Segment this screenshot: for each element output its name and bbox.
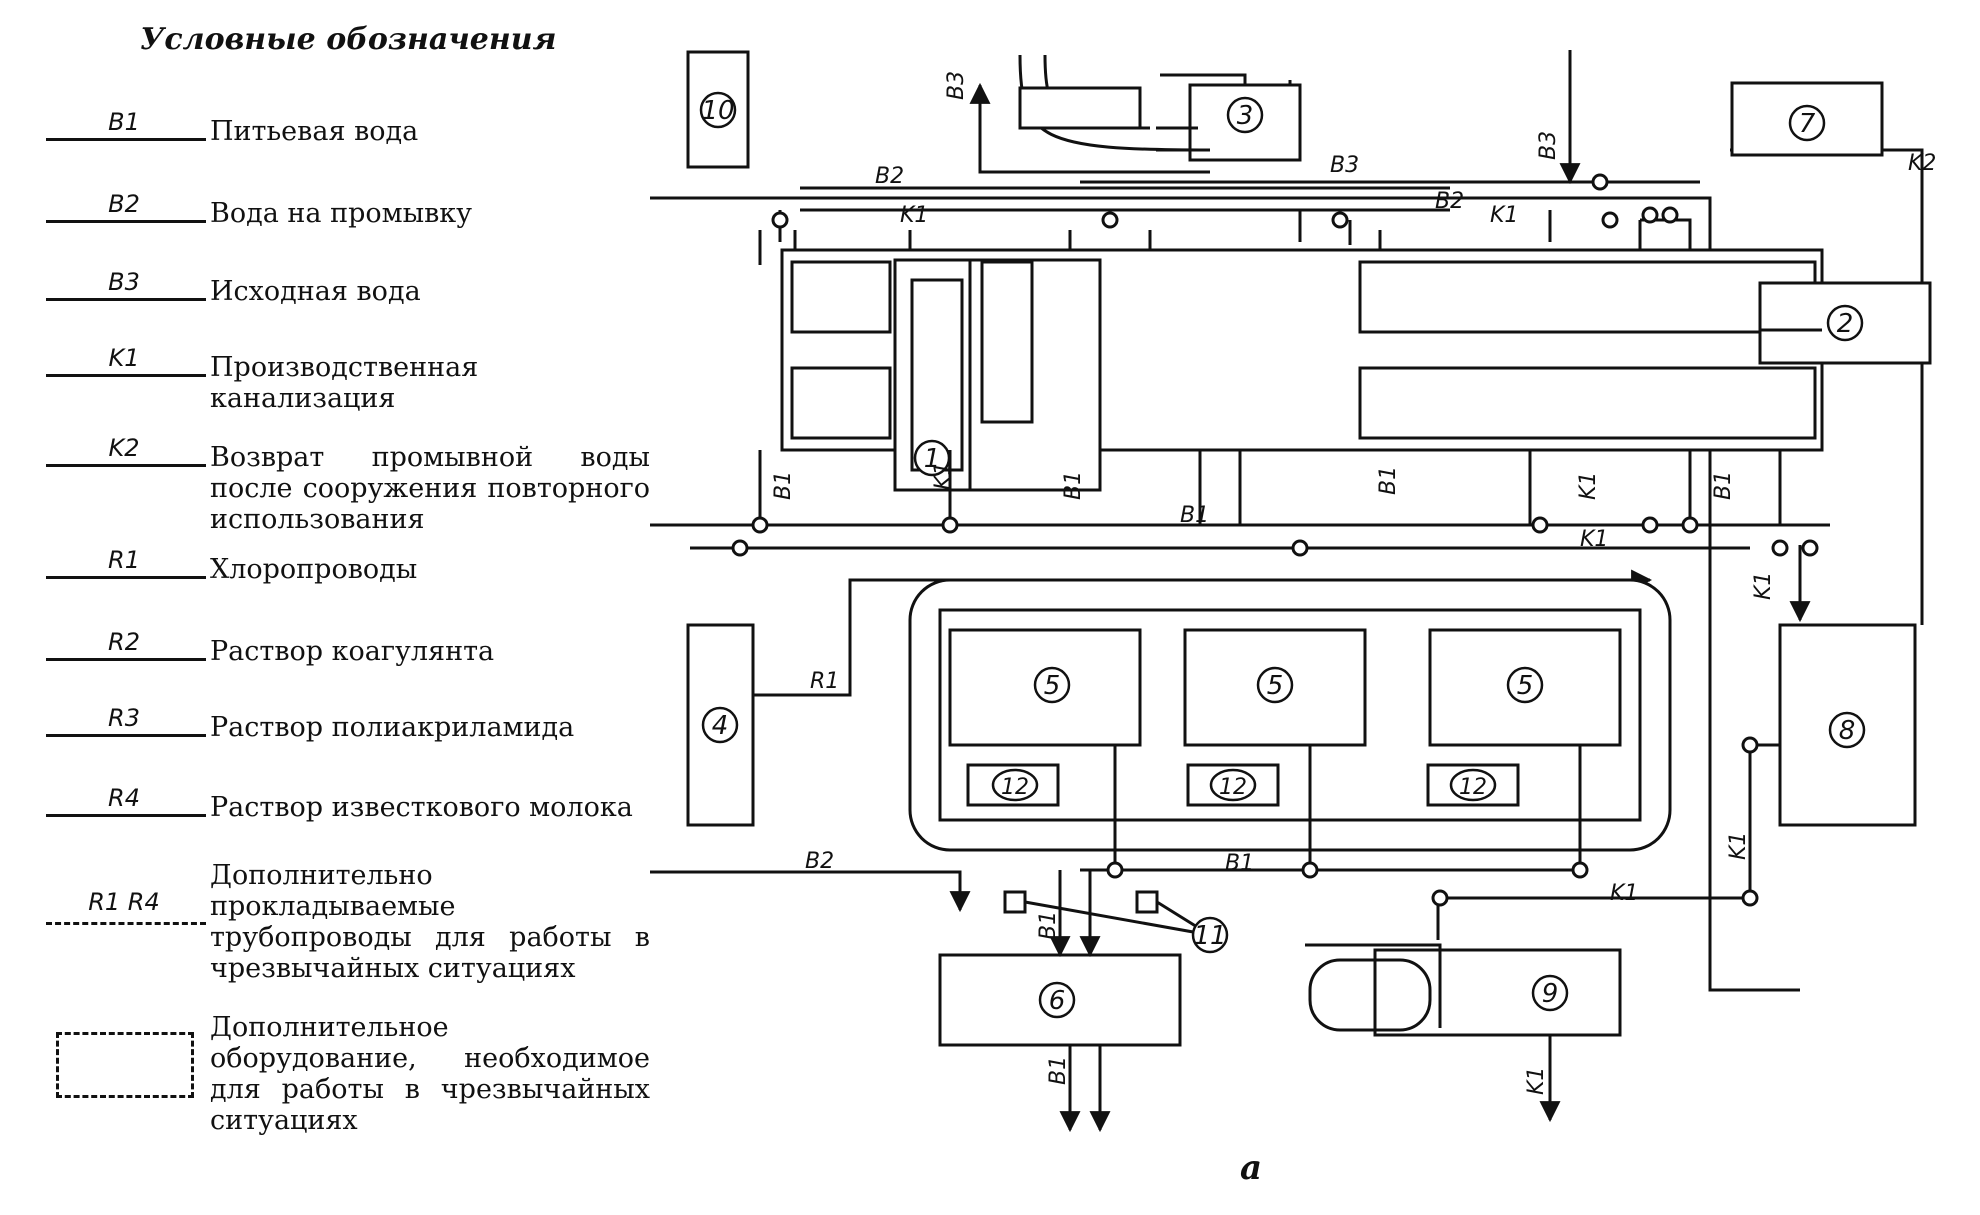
legend-code: K2	[108, 434, 140, 462]
legend-desc: Производственная канализация	[210, 352, 479, 414]
legend-item-b2: B2 Вода на промывку	[24, 190, 644, 240]
pipe-label-b2-mid: B2	[1435, 189, 1464, 214]
legend-desc: Раствор коагулянта	[210, 636, 495, 667]
unit-4	[686, 569, 1653, 827]
pipe-label-b1-v5: B1	[1036, 911, 1061, 940]
number-10: 10	[701, 96, 734, 126]
legend-item-emergency-pipes: R1 R4 Дополнительно прокладываемые трубо…	[24, 852, 650, 992]
legend-line	[46, 220, 206, 223]
legend-item-extra-equipment: Дополнительное оборудование, необходимое…	[24, 1004, 650, 1144]
raw-water-inlet	[969, 50, 1581, 185]
legend-item-b3: B3 Исходная вода	[24, 268, 644, 318]
number-12b: 12	[1219, 775, 1247, 800]
collector-pipes	[640, 450, 1830, 623]
pipe-label-k1-v2: K1	[1576, 472, 1601, 500]
legend-desc: Дополнительно прокладываемые трубопровод…	[210, 860, 650, 984]
legend-line	[46, 374, 206, 377]
legend-code: R1	[108, 546, 140, 574]
legend-code: R3	[108, 704, 140, 732]
number-8: 8	[1839, 716, 1856, 746]
pipe-label-b1-v6: B1	[1046, 1056, 1071, 1085]
pipe-label-b1-v3: B1	[1376, 466, 1401, 495]
pipe-label-r1: R1	[810, 669, 839, 694]
legend: Условные обозначения B1 Питьевая вода B2…	[0, 0, 650, 1211]
legend-desc: Раствор полиакриламида	[210, 712, 575, 743]
pipe-label-b1-v1: B1	[771, 471, 796, 500]
pipe-label-k1-v5: K1	[1524, 1067, 1549, 1095]
pipe-label-k1-right: K1	[1490, 203, 1518, 228]
legend-line	[46, 734, 206, 737]
legend-title: Условные обозначения	[140, 22, 557, 57]
legend-line	[46, 298, 206, 301]
legend-dashed-box	[56, 1032, 194, 1098]
pipe-label-k1-v3: K1	[1751, 572, 1776, 600]
unit-9	[1305, 889, 1759, 1123]
pipe-label-b1-collector: B1	[1180, 503, 1209, 528]
legend-item-r3: R3 Раствор полиакриламида	[24, 704, 644, 754]
number-4: 4	[712, 711, 729, 741]
legend-desc: Раствор известкового молока	[210, 792, 633, 823]
number-circles	[699, 91, 1866, 1019]
pipe-label-k1-collector: K1	[1580, 527, 1608, 552]
legend-code: R1 R4	[88, 888, 160, 916]
pipe-label-b1-bottom: B1	[1225, 851, 1254, 876]
legend-item-r4: R4 Раствор известкового молока	[24, 784, 644, 834]
number-texts: 1 2 3 4 5 5 5 6 7 8 9 10 11 12 12 12	[701, 96, 1855, 1016]
pipe-label-b1-v2: B1	[1061, 471, 1086, 500]
number-6: 6	[1049, 986, 1066, 1016]
pipe-labels: B2 K1 B3 B2 K1 K2 R1 B2 B1 K1 B1 K1 B3 B…	[771, 71, 1936, 1095]
pipe-label-b3-top: B3	[1330, 153, 1359, 178]
legend-desc: Вода на промывку	[210, 198, 473, 229]
number-5b: 5	[1267, 671, 1284, 701]
filter-block	[780, 248, 1824, 492]
legend-code: K1	[108, 344, 140, 372]
legend-item-b1: B1 Питьевая вода	[24, 108, 644, 158]
reservoir-block	[908, 578, 1672, 879]
number-11: 11	[1193, 921, 1226, 951]
diagram: 1 2 3 4 5 5 5 6 7 8 9 10 11 12 12 12 B2 …	[638, 0, 1980, 1211]
legend-desc: Дополнительное оборудование, необходимое…	[210, 1012, 650, 1136]
legend-item-r1: R1 Хлоропроводы	[24, 546, 644, 596]
pipe-label-b3-left: B3	[944, 71, 969, 100]
legend-line	[46, 658, 206, 661]
pipe-label-k1-bottom: K1	[1610, 881, 1638, 906]
pipe-label-b2-top: B2	[875, 164, 904, 189]
pipe-label-b1-v4: B1	[1711, 471, 1736, 500]
number-5c: 5	[1517, 671, 1534, 701]
legend-code: B1	[108, 108, 140, 136]
legend-desc: Хлоропроводы	[210, 554, 418, 585]
legend-desc: Исходная вода	[210, 276, 421, 307]
pipe-label-b3-right: B3	[1536, 131, 1561, 160]
legend-line	[46, 814, 206, 817]
pipe-label-k1-v4: K1	[1726, 832, 1751, 860]
number-9: 9	[1542, 979, 1559, 1009]
legend-code: B2	[108, 190, 140, 218]
legend-code: B3	[108, 268, 140, 296]
pipe-label-k1-v1: K1	[931, 462, 956, 490]
legend-code: R2	[108, 628, 140, 656]
legend-item-k1: K1 Производственная канализация	[24, 344, 644, 414]
number-12a: 12	[1001, 775, 1029, 800]
figure-caption: а	[1240, 1148, 1263, 1188]
legend-item-r2: R2 Раствор коагулянта	[24, 628, 644, 678]
pipe-label-k1-top: K1	[900, 203, 928, 228]
pipe-label-k2: K2	[1908, 151, 1936, 176]
legend-code: R4	[108, 784, 140, 812]
number-2: 2	[1837, 309, 1854, 339]
legend-item-k2: K2 Возврат промывной воды после сооружен…	[24, 434, 650, 535]
legend-desc: Возврат промывной воды после сооружения …	[210, 442, 650, 535]
number-3: 3	[1237, 101, 1254, 131]
legend-desc: Питьевая вода	[210, 116, 419, 147]
pipe-label-b2-bottom: B2	[805, 849, 834, 874]
legend-line	[46, 464, 206, 467]
treatment-plant-scheme: 1 2 3 4 5 5 5 6 7 8 9 10 11 12 12 12 B2 …	[638, 50, 1936, 1133]
number-12c: 12	[1459, 775, 1487, 800]
number-5a: 5	[1044, 671, 1061, 701]
legend-line-dashed	[46, 922, 206, 925]
number-7: 7	[1799, 109, 1816, 139]
number-1: 1	[924, 444, 941, 474]
legend-line	[46, 576, 206, 579]
legend-line	[46, 138, 206, 141]
